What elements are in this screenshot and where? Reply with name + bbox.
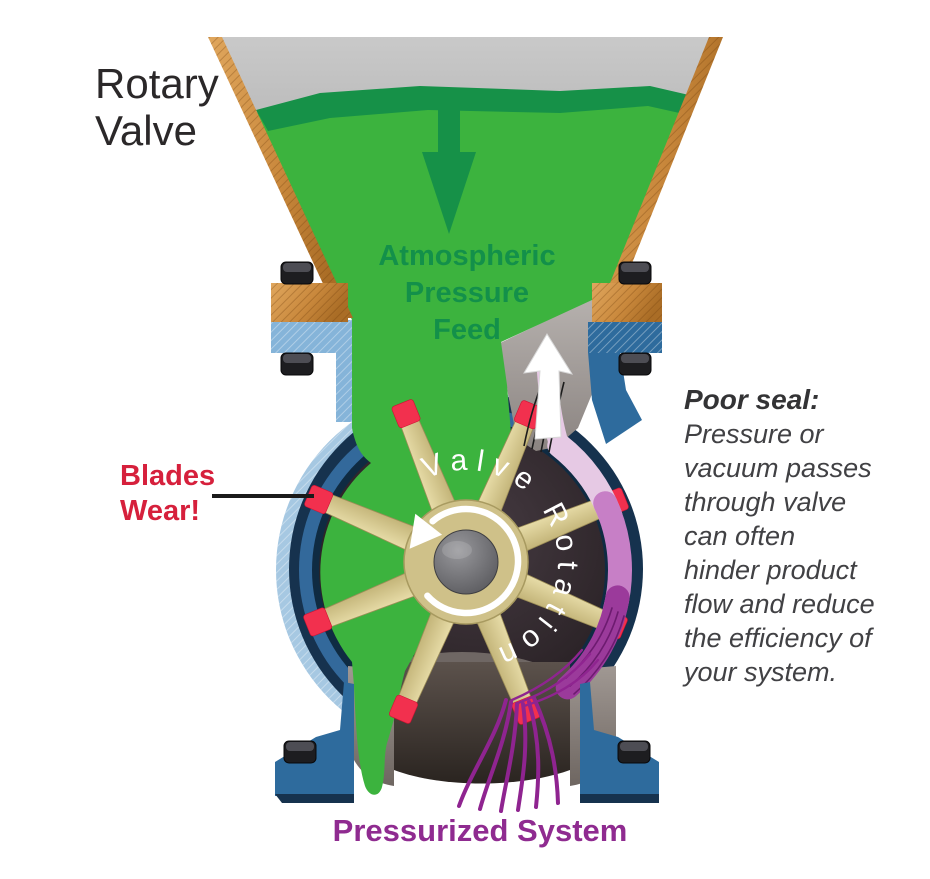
poor-seal-line: can often bbox=[684, 521, 796, 551]
bolt-icon bbox=[283, 740, 317, 764]
bolt-icon bbox=[618, 352, 652, 376]
blades-wear-callout: Blades Wear! bbox=[120, 459, 260, 529]
rotor-hub bbox=[403, 499, 529, 625]
leak-arrow bbox=[523, 333, 574, 440]
poor-seal-line: vacuum passes bbox=[684, 453, 872, 483]
poor-seal-line: the efficiency of bbox=[684, 623, 872, 653]
page-title: Rotary Valve bbox=[95, 60, 265, 154]
poor-seal-title: Poor seal: bbox=[684, 384, 820, 415]
title-line: Rotary bbox=[95, 60, 219, 107]
bolt-icon bbox=[280, 352, 314, 376]
feed-label: Atmospheric Pressure Feed bbox=[352, 238, 582, 349]
feed-arrow bbox=[256, 86, 689, 234]
hopper-walls bbox=[208, 37, 723, 318]
poor-seal-line: Pressure or bbox=[684, 419, 824, 449]
feed-line: Pressure bbox=[404, 277, 530, 309]
blades-wear-line: Wear! bbox=[120, 495, 201, 527]
poor-seal-line: through valve bbox=[684, 487, 847, 517]
outlet-flange bbox=[275, 682, 659, 803]
blades-wear-line: Blades bbox=[120, 460, 216, 492]
poor-seal-line: your system. bbox=[684, 657, 838, 687]
poor-seal-line: hinder product bbox=[684, 555, 857, 585]
pressure-flow-lines bbox=[457, 648, 600, 813]
pressurized-system-label: Pressurized System bbox=[332, 813, 628, 848]
rotation-arrow bbox=[409, 505, 522, 617]
poor-seal-line: flow and reduce bbox=[684, 589, 875, 619]
bolt-icon bbox=[618, 261, 652, 285]
inlet-flange bbox=[271, 261, 662, 376]
feed-line: Feed bbox=[433, 314, 501, 346]
bolt-icon bbox=[280, 261, 314, 285]
bolt-icon bbox=[617, 740, 651, 764]
title-line: Valve bbox=[95, 107, 197, 154]
poor-seal-callout: Poor seal: Pressure or vacuum passes thr… bbox=[684, 383, 889, 689]
product-flow bbox=[256, 88, 686, 795]
feed-line: Atmospheric bbox=[378, 240, 556, 272]
